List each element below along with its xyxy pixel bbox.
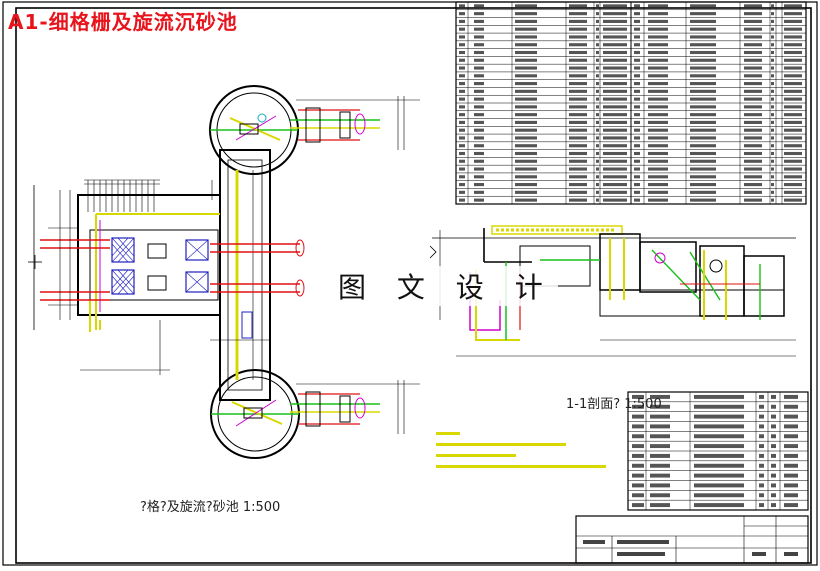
equipment-table	[627, 391, 809, 511]
vortex-tank-top	[209, 85, 299, 175]
inner-frame	[15, 7, 812, 564]
design-notes-area	[436, 430, 616, 474]
parts-table	[455, 1, 807, 205]
plan-caption: ?格?及旋流?砂池 1:500	[140, 500, 281, 515]
section-caption: 1-1剖面? 1:500	[566, 397, 662, 412]
outlet-top	[290, 96, 420, 150]
plan-view	[28, 85, 420, 459]
fine-screen-units	[111, 237, 209, 295]
vortex-tank-bottom	[210, 369, 300, 459]
outlet-bottom	[290, 380, 420, 434]
drawing-title: A1-细格栅及旋流沉砂池	[8, 10, 238, 34]
title-block	[575, 515, 809, 564]
inlet-pipes	[40, 239, 300, 301]
roof-hatch	[84, 179, 160, 212]
watermark-text: 图 文 设 计	[334, 266, 558, 306]
section-view	[429, 225, 796, 357]
channel-walls	[219, 149, 271, 401]
screen-house	[77, 194, 221, 316]
section-cut-icon	[429, 245, 437, 259]
